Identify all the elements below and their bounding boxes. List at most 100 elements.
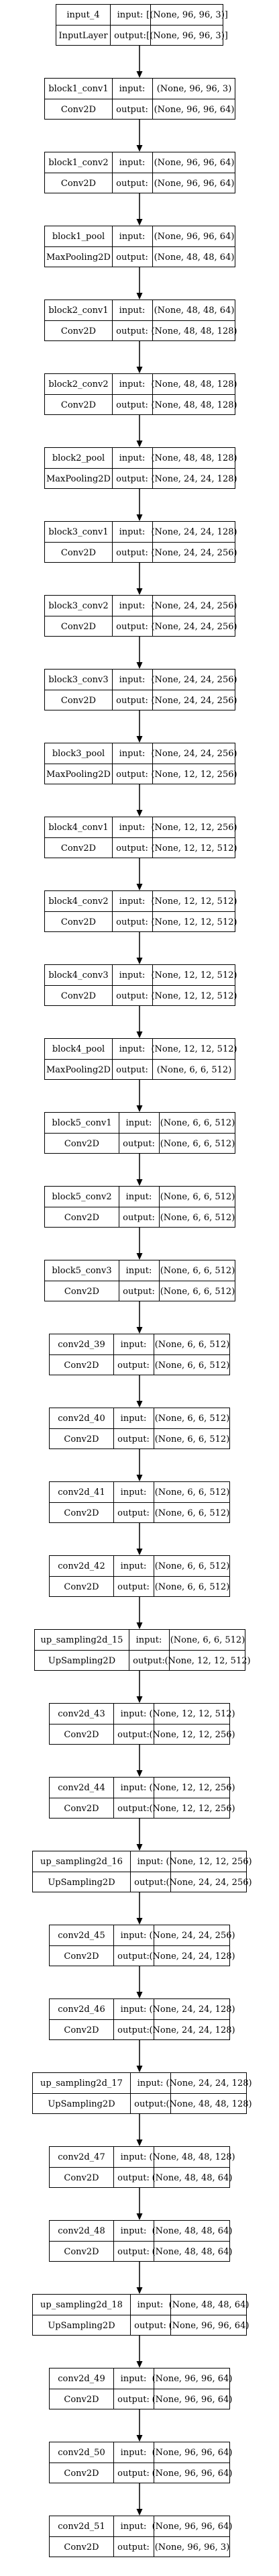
layer-name: input_4 [66,9,100,20]
column-divider [113,1925,114,1966]
column-divider [152,596,153,636]
layer-type: Conv2D [64,1581,99,1592]
layer-type: MaxPooling2D [46,1064,111,1075]
input-shape: (None, 96, 96, 3) [156,83,232,94]
input-label: input: [120,1930,147,1941]
edge-arrow [136,1597,143,1629]
input-shape: (None, 48, 48, 64) [152,2225,233,2236]
edge-arrow [136,2409,143,2442]
input-shape: (None, 12, 12, 512) [151,970,237,980]
row-divider [56,25,223,26]
layer-type: Conv2D [64,1212,100,1223]
input-label: input: [119,453,146,463]
layer-name: block3_conv3 [48,674,109,685]
layer-name: conv2d_48 [58,2225,105,2236]
output-shape: [(None, 96, 96, 3)] [146,30,228,41]
output-label: output: [116,1064,148,1075]
output-label: output: [114,30,146,41]
layer-name: block2_conv1 [48,305,109,316]
layer-type: Conv2D [64,1360,99,1371]
input-label: input: [119,305,146,316]
column-divider [170,2295,171,2335]
output-label: output: [117,1729,150,1740]
output-shape: (None, 24, 24, 128) [151,473,237,484]
input-shape: (None, 6, 6, 512) [160,1117,235,1128]
row-divider [45,911,235,912]
input-shape: (None, 12, 12, 256) [151,822,237,833]
input-shape: (None, 12, 12, 512) [149,1708,235,1719]
output-label: output: [117,1581,150,1592]
output-label: output: [123,1212,155,1223]
layer-type: Conv2D [60,621,97,632]
output-label: output: [117,2025,150,2035]
input-label: input: [119,157,146,168]
layer-type: Conv2D [60,326,97,336]
column-divider [113,2368,114,2409]
output-shape: (None, 6, 6, 512) [160,1286,235,1297]
input-shape: (None, 12, 12, 256) [149,1782,235,1793]
output-shape: (None, 48, 48, 128) [151,400,237,410]
layer-type: Conv2D [64,2468,99,2479]
layer-type: Conv2D [60,695,97,706]
output-shape: (None, 96, 96, 64) [168,2320,249,2331]
row-divider [45,985,235,986]
output-shape: (None, 12, 12, 512) [164,1655,251,1666]
column-divider [152,522,153,562]
edge-arrow [136,415,143,447]
column-divider [152,965,153,1005]
input-shape: (None, 24, 24, 256) [149,1930,235,1941]
input-label: input: [120,1561,147,1571]
layer-name: conv2d_45 [58,1930,105,1941]
layer-name: conv2d_46 [58,2004,105,2015]
output-shape: (None, 24, 24, 256) [166,1877,252,1888]
column-divider [113,1334,114,1375]
layer-name: block3_pool [52,748,105,759]
output-shape: (None, 6, 6, 512) [154,1508,230,1518]
input-shape: (None, 96, 96, 64) [154,231,235,242]
layer-name: block2_conv2 [48,379,109,389]
input-label: input: [119,748,146,759]
edge-arrow [136,1375,143,1408]
input-label: input: [120,1339,147,1350]
output-label: output: [123,1286,155,1297]
output-shape: (None, 24, 24, 128) [149,1951,235,1962]
input-label: input: [120,2521,147,2532]
output-shape: (None, 6, 6, 512) [160,1212,235,1223]
row-divider [50,1428,229,1429]
layer-name: conv2d_41 [58,1487,105,1498]
layer-name: block4_conv3 [48,970,109,980]
edge-arrow [136,1892,143,1925]
column-divider [112,448,113,488]
output-shape: (None, 12, 12, 512) [151,843,237,854]
column-divider [112,226,113,267]
output-label: output: [116,104,148,115]
input-label: input: [119,822,146,833]
row-divider [45,542,235,543]
layer-name: conv2d_42 [58,1561,105,1571]
input-shape: (None, 6, 6, 512) [154,1487,230,1498]
output-label: output: [116,917,148,927]
column-divider [113,1704,114,1744]
layer-type: Conv2D [60,547,97,558]
edge-arrow [136,1449,143,1481]
layer-name: block2_pool [52,453,105,463]
layer-name: conv2d_44 [58,1782,105,1793]
column-divider [130,2073,131,2113]
column-divider [113,2147,114,2187]
layer-type: Conv2D [60,843,97,854]
column-divider [112,79,113,119]
output-label: output: [117,1360,150,1371]
